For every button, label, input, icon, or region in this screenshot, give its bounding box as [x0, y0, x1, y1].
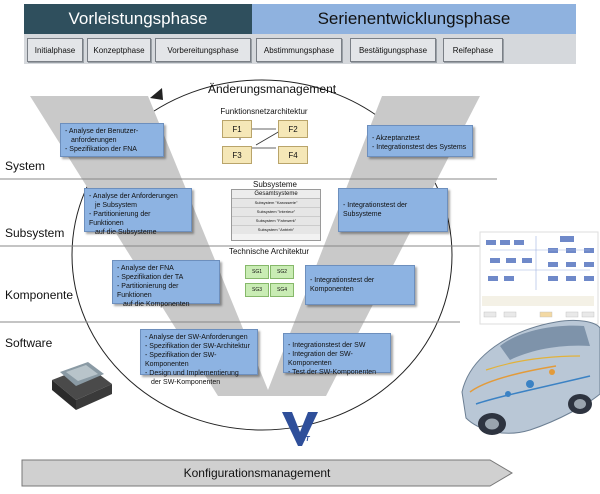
- level-label-subsystem: Subsystem: [5, 226, 65, 240]
- ta-sg2: SG2: [270, 265, 294, 279]
- config-management-label: Konfigurationsmanagement: [183, 466, 331, 480]
- subphase-reife: Reifephase: [443, 38, 503, 62]
- subphase-abstimmung: Abstimmungsphase: [256, 38, 342, 62]
- spec-system-line-3: - Spezifikation der FNA: [65, 146, 137, 153]
- spec-software-line-4: - Design und Implementierung: [145, 370, 239, 377]
- spec-subsystem-line-2: je Subsystem: [95, 202, 138, 209]
- ta-sg4: SG4: [270, 283, 294, 297]
- spec-komponente-line-3: - Partitionierung der Funktionen: [117, 283, 179, 299]
- spec-software-line-3: - Spezifikation der SW-Komponenten: [145, 352, 217, 368]
- phase-serienentwicklung: Serienentwicklungsphase: [252, 4, 576, 34]
- fna-title: Funktionsnetzarchitektur: [220, 107, 308, 116]
- subphase-bestaetigung: Bestätigungsphase: [350, 38, 436, 62]
- subphase-vorbereitung: Vorbereitungsphase: [155, 38, 251, 62]
- test-software-line-2: - Integration der SW-Komponenten: [288, 351, 353, 367]
- test-box-software: - Integrationstest der SW - Integration …: [283, 333, 391, 376]
- test-subsystem-line-1: - Integrationstest der Subsysteme: [343, 202, 408, 218]
- fna-f1: F1: [222, 120, 252, 138]
- spec-box-subsystem: - Analyse der Anforderungen je Subsystem…: [84, 188, 192, 236]
- spec-system-line-1: - Analyse der Benutzer-: [65, 128, 139, 135]
- level-label-software: Software: [5, 336, 53, 350]
- spec-subsystem-line-4: auf die Subsysteme: [95, 229, 157, 236]
- spec-box-system: - Analyse der Benutzer- anforderungen - …: [60, 123, 164, 157]
- subsystem-row-interieur: Subsystem "Interieur": [232, 208, 320, 217]
- subsystems-title: Subsysteme: [252, 180, 298, 189]
- spec-box-komponente: - Analyse der FNA - Spezifikation der TA…: [112, 260, 220, 308]
- ta-sg3: SG3: [245, 283, 269, 297]
- ta-title: Technische Architektur: [228, 247, 310, 256]
- subsystems-header: Gesamtsysteme: [232, 190, 320, 199]
- vxt-logo-text: VXT: [296, 436, 310, 443]
- subsystems-panel: Gesamtsysteme Subsystem "Karosserie" Sub…: [231, 189, 321, 241]
- spec-komponente-line-2: - Spezifikation der TA: [117, 274, 184, 281]
- test-komponente-line-1: - Integrationstest der Komponenten: [310, 277, 375, 293]
- spec-komponente-line-4: auf die Komponenten: [123, 301, 190, 308]
- spec-software-line-2: - Spezifikation der SW-Architektur: [145, 343, 250, 350]
- fna-f3: F3: [222, 146, 252, 164]
- subsystem-row-antrieb: Subsystem "Antrieb": [232, 226, 320, 234]
- spec-komponente-line-1: - Analyse der FNA: [117, 265, 174, 272]
- change-management-label: Änderungsmanagement: [208, 82, 337, 96]
- test-system-line-1: - Akzeptanztest: [372, 135, 420, 142]
- subsystem-row-fahrwerk: Subsystem "Fahrwerk": [232, 217, 320, 226]
- v-shape: [30, 96, 480, 396]
- spec-software-line-5: der SW-Komponenten: [151, 379, 221, 386]
- car-wiring-image: [461, 319, 600, 435]
- spec-subsystem-line-1: - Analyse der Anforderungen: [89, 193, 178, 200]
- fna-f2: F2: [278, 120, 308, 138]
- test-software-line-3: - Test der SW-Komponenten: [288, 369, 377, 376]
- subsystem-row-karosserie: Subsystem "Karosserie": [232, 199, 320, 208]
- test-system-line-2: - Integrationstest des Systems: [372, 144, 467, 151]
- fna-link-3: [255, 130, 281, 146]
- change-cycle-arrowhead: [150, 88, 163, 100]
- spec-software-line-1: - Analyse der SW-Anforderungen: [145, 334, 248, 341]
- subphase-initial: Initialphase: [27, 38, 83, 62]
- test-box-system: - Akzeptanztest - Integrationstest des S…: [367, 125, 473, 157]
- ecu-hardware-image: [52, 362, 112, 410]
- architecture-network-image: [479, 231, 599, 325]
- test-box-subsystem: - Integrationstest der Subsysteme: [338, 188, 448, 232]
- spec-system-line-2: anforderungen: [71, 137, 117, 144]
- test-software-line-1: - Integrationstest der SW: [288, 342, 366, 349]
- spec-subsystem-line-3: - Partitionierung der Funktionen: [89, 211, 151, 227]
- vxt-logo: [282, 412, 318, 446]
- change-cycle-ellipse: [71, 79, 453, 431]
- subphase-konzept: Konzeptphase: [87, 38, 151, 62]
- test-box-komponente: - Integrationstest der Komponenten: [305, 265, 415, 305]
- ta-sg1: SG1: [245, 265, 269, 279]
- level-label-system: System: [5, 159, 46, 173]
- fna-f4: F4: [278, 146, 308, 164]
- phase-vorleistung: Vorleistungsphase: [24, 4, 252, 34]
- spec-box-software: - Analyse der SW-Anforderungen - Spezifi…: [140, 329, 258, 386]
- config-arrow: [21, 459, 513, 487]
- level-label-komponente: Komponente: [5, 288, 74, 302]
